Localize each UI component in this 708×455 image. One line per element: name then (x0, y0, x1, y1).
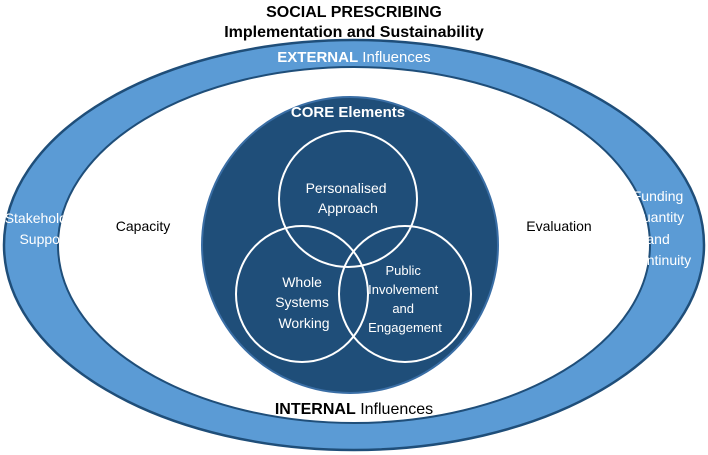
core-elements-title: CORE Elements (291, 104, 405, 121)
external-title-bold: EXTERNAL (277, 49, 358, 66)
public-line-1: Public (385, 263, 421, 278)
stakeholder-support-line-1: Stakeholder (5, 210, 80, 226)
capacity-label: Capacity (116, 218, 170, 234)
personalised-approach-label: Personalised Approach (306, 180, 391, 216)
personalised-approach-circle (278, 130, 418, 268)
public-involvement-circle (338, 225, 472, 363)
funding-line-3: and (646, 231, 669, 247)
stakeholder-support-label: Stakeholder Support (5, 210, 84, 247)
internal-influences-title: INTERNAL Influences (275, 401, 433, 418)
internal-title-bold: INTERNAL (275, 401, 356, 418)
diagram-title: SOCIAL PRESCRIBING (266, 4, 442, 21)
whole-systems-line-1: Whole (282, 274, 322, 290)
personalised-line-2: Approach (318, 200, 378, 216)
public-involvement-label: Public Involvement and Engagement (368, 263, 442, 335)
whole-systems-line-2: Systems (275, 294, 329, 310)
public-line-3: and (392, 301, 414, 316)
funding-line-2: Quantity (632, 209, 684, 225)
whole-systems-working-label: Whole Systems Working (275, 274, 333, 331)
funding-quantity-continuity-label: Funding Quantity and Continuity (629, 188, 691, 268)
whole-systems-line-3: Working (278, 315, 329, 331)
diagram-subtitle: Implementation and Sustainability (224, 24, 484, 41)
public-line-2: Involvement (368, 282, 438, 297)
core-elements-circle (201, 96, 499, 394)
external-influences-title: EXTERNAL Influences (277, 49, 430, 66)
stakeholder-support-line-2: Support (19, 231, 68, 247)
internal-title-rest: Influences (356, 401, 433, 418)
personalised-line-1: Personalised (306, 180, 387, 196)
funding-line-4: Continuity (629, 252, 691, 268)
public-line-4: Engagement (368, 320, 442, 335)
evaluation-label: Evaluation (526, 218, 591, 234)
whole-systems-working-circle (235, 225, 369, 363)
external-title-rest: Influences (358, 49, 431, 66)
funding-line-1: Funding (633, 188, 684, 204)
